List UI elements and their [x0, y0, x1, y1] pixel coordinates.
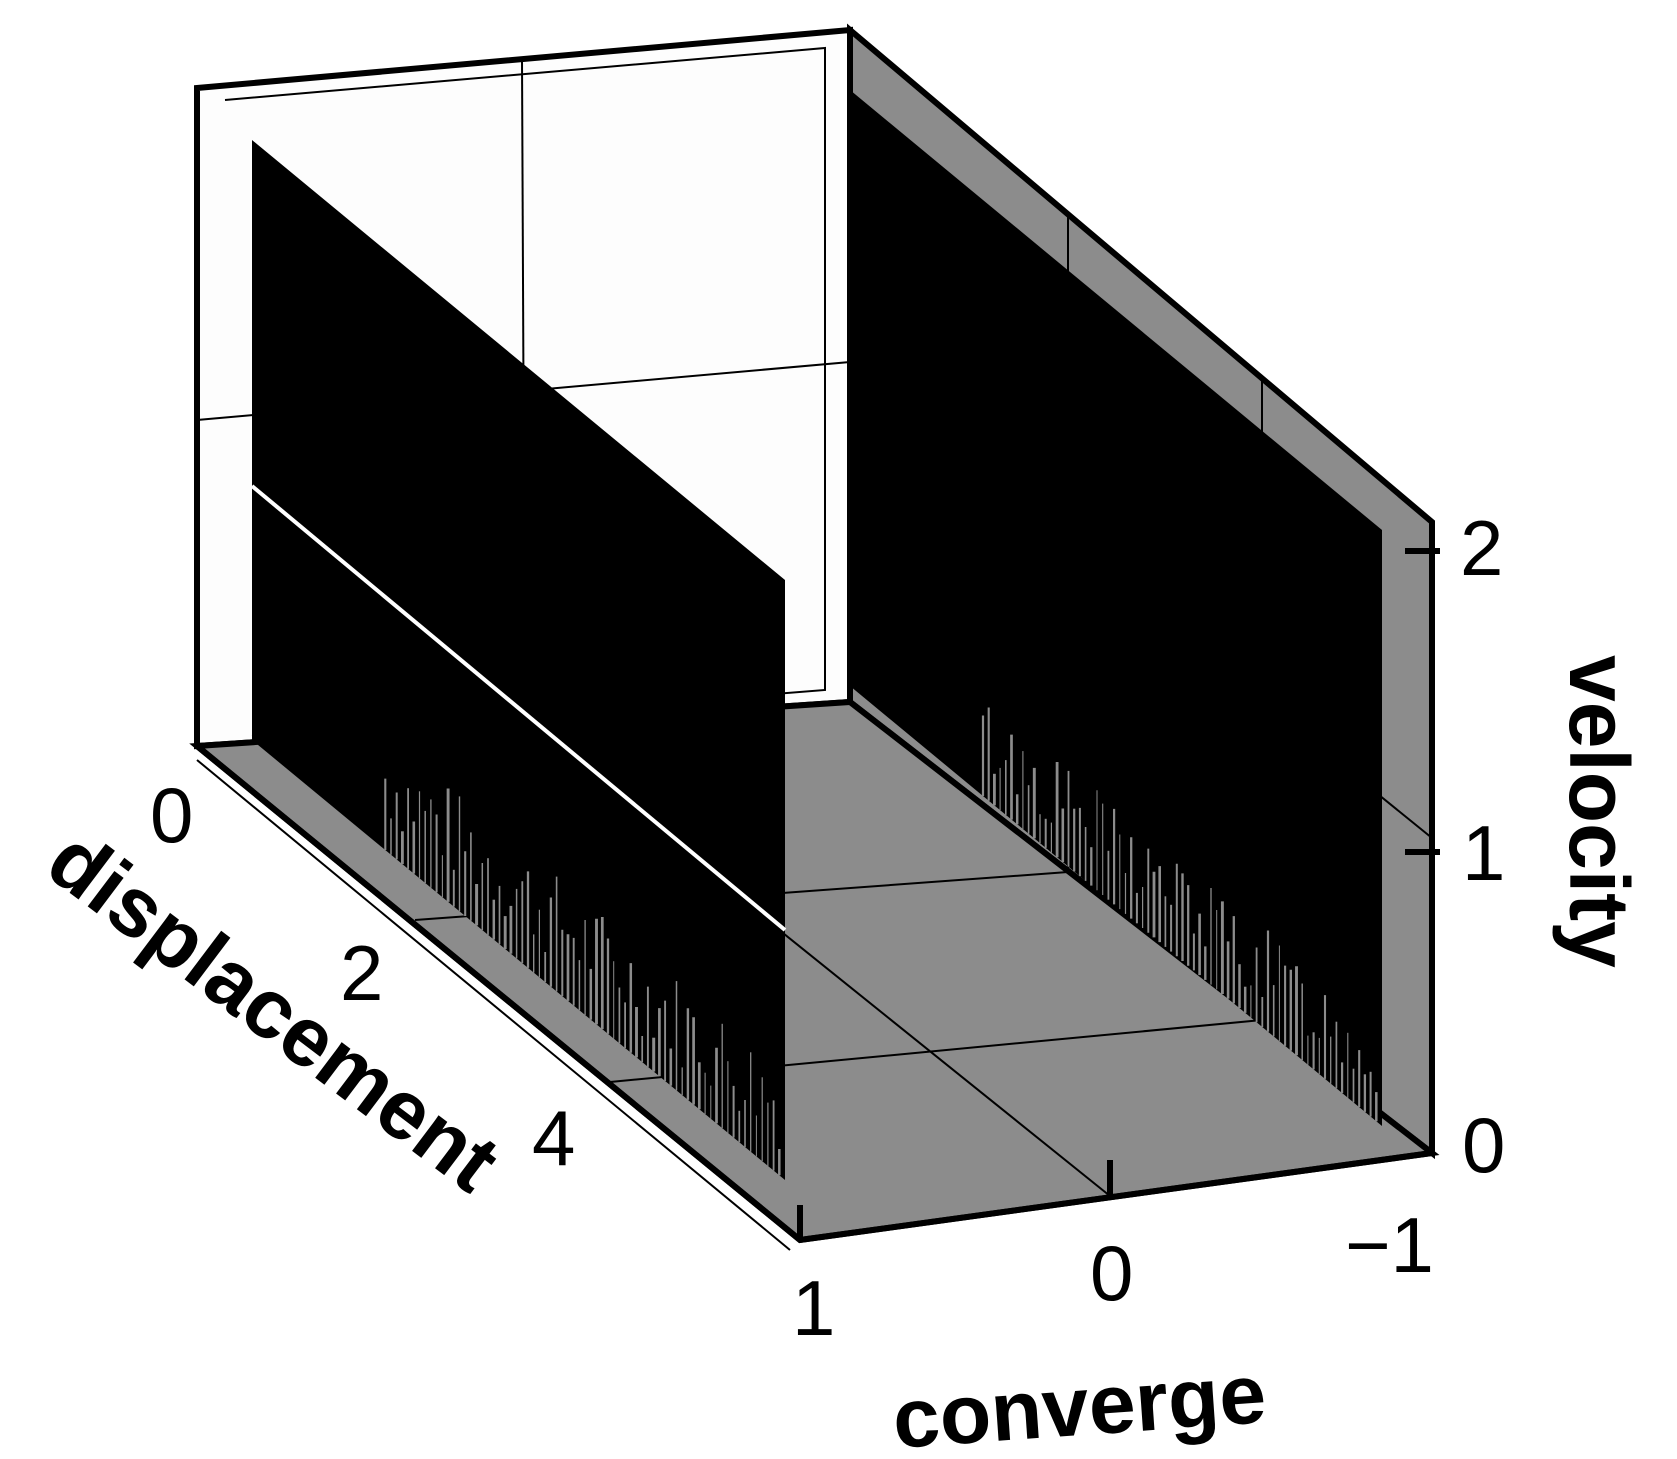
displacement-tick-2: 2 — [340, 929, 383, 1017]
surface-converge-neg — [850, 90, 1382, 1126]
velocity-tick-1: 1 — [1462, 809, 1505, 897]
surface-left-highlight — [250, 484, 787, 932]
velocity-tick-2: 2 — [1460, 504, 1503, 592]
converge-ticks — [797, 1160, 1113, 1240]
converge-tick-neg1: −1 — [1345, 1201, 1434, 1289]
velocity-ticks — [1405, 548, 1440, 855]
surface-left-spikes — [384, 778, 781, 1176]
floor-front-edge-inner — [196, 759, 791, 1251]
surface-converge-pos — [252, 140, 785, 1180]
surface-right-spikes — [981, 707, 1378, 1122]
velocity-tick-0: 0 — [1462, 1101, 1505, 1189]
displacement-tick-4: 4 — [532, 1094, 575, 1182]
displacement-tick-0: 0 — [150, 771, 193, 859]
converge-tick-1: 1 — [792, 1264, 835, 1352]
converge-tick-0: 0 — [1090, 1229, 1133, 1317]
velocity-axis-title: velocity — [1552, 655, 1646, 968]
converge-axis-title: converge — [890, 1346, 1269, 1459]
